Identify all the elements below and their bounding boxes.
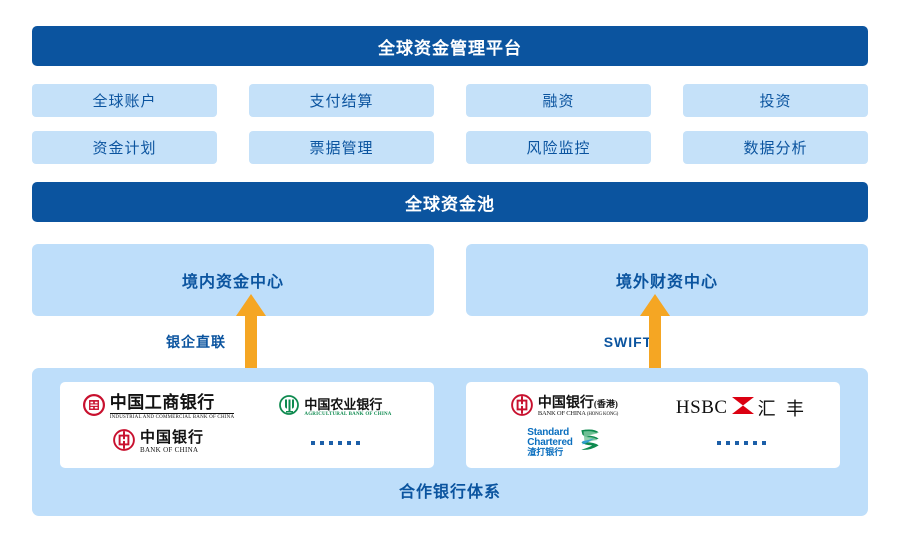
hsbc-name-cn: 汇 丰 xyxy=(757,398,808,419)
partner-bank-tier-caption-label: 合作银行体系 xyxy=(398,484,501,501)
bank-logo-standard-chartered: Standard Chartered 渣打银行 xyxy=(527,427,601,458)
icbc-logo-icon xyxy=(82,394,105,421)
ellipsis-dots-icon xyxy=(717,440,766,445)
boc-logo-icon xyxy=(510,394,533,421)
bochk-name-cn-row: 中国银行(香港) xyxy=(537,395,618,412)
standard-chartered-logo-icon xyxy=(578,427,602,458)
module-label: 全球账户 xyxy=(92,93,157,110)
double-headed-vertical-arrow-icon xyxy=(638,294,672,390)
global-fund-pool-banner: 全球资金池 xyxy=(32,182,868,222)
bank-logo-hsbc: HSBC 汇 丰 xyxy=(676,395,807,421)
module-global-accounts[interactable]: 全球账户 xyxy=(32,84,217,117)
module-financing[interactable]: 融资 xyxy=(466,84,651,117)
module-label: 数据分析 xyxy=(743,140,808,157)
module-investment[interactable]: 投资 xyxy=(683,84,868,117)
overseas-treasury-center[interactable]: 境外财资中心 xyxy=(466,244,868,316)
bank-logo-boc-hong-kong: 中国银行(香港) BANK OF CHINA (HONG KONG) xyxy=(510,394,619,421)
abc-logo-text: 中国农业银行 AGRICULTURAL BANK OF CHINA xyxy=(304,398,391,417)
module-label: 融资 xyxy=(542,93,575,110)
sc-name-en-line1: Standard xyxy=(527,427,570,438)
overseas-banks-card: 中国银行(香港) BANK OF CHINA (HONG KONG) HSBC xyxy=(466,382,840,468)
standard-chartered-text: Standard Chartered 渣打银行 xyxy=(527,427,573,457)
icbc-logo-text: 中国工商银行 INDUSTRIAL AND COMMERCIAL BANK OF… xyxy=(109,393,235,421)
domestic-banks-card: 中国工商银行 INDUSTRIAL AND COMMERCIAL BANK OF… xyxy=(60,382,434,468)
hsbc-name-en: HSBC xyxy=(675,396,728,418)
module-funds-planning[interactable]: 资金计划 xyxy=(32,131,217,164)
bank-logo-boc: 中国银行 BANK OF CHINA xyxy=(113,429,204,456)
icbc-name-cn: 中国工商银行 xyxy=(109,393,215,413)
module-bill-management[interactable]: 票据管理 xyxy=(249,131,434,164)
abc-name-en: AGRICULTURAL BANK OF CHINA xyxy=(304,411,392,417)
boc-name-cn: 中国银行 xyxy=(139,429,204,446)
module-risk-monitoring[interactable]: 风险监控 xyxy=(466,131,651,164)
bank-cards-row: 中国工商银行 INDUSTRIAL AND COMMERCIAL BANK OF… xyxy=(60,382,840,468)
bochk-logo-text: 中国银行(香港) BANK OF CHINA (HONG KONG) xyxy=(537,395,619,419)
boc-name-en: BANK OF CHINA xyxy=(139,445,199,454)
bank-logo-icbc: 中国工商银行 INDUSTRIAL AND COMMERCIAL BANK OF… xyxy=(82,393,235,421)
domestic-funds-center[interactable]: 境内资金中心 xyxy=(32,244,434,316)
bochk-name-en-sub: (HONG KONG) xyxy=(586,412,619,418)
sc-name-cn: 渣打银行 xyxy=(527,447,564,457)
domestic-connector: 银企直联 xyxy=(32,316,436,368)
bochk-name-cn: 中国银行 xyxy=(537,395,594,411)
bochk-name-en: BANK OF CHINA xyxy=(537,410,586,418)
platform-title: 全球资金管理平台 xyxy=(378,38,522,58)
ellipsis-dots-icon xyxy=(311,440,360,445)
connector-band: 银企直联 SWIFT xyxy=(32,294,868,390)
bochk-name-cn-sub: (香港) xyxy=(593,398,618,409)
module-label: 支付结算 xyxy=(309,93,374,110)
overseas-treasury-center-label: 境外财资中心 xyxy=(615,274,718,291)
icbc-name-en: INDUSTRIAL AND COMMERCIAL BANK OF CHINA xyxy=(109,413,235,421)
module-data-analytics[interactable]: 数据分析 xyxy=(683,131,868,164)
abc-logo-icon xyxy=(279,395,300,420)
overseas-connector: SWIFT xyxy=(464,316,868,368)
double-headed-vertical-arrow-icon xyxy=(234,294,268,390)
boc-logo-text: 中国银行 BANK OF CHINA xyxy=(139,429,204,454)
hsbc-hexagon-icon xyxy=(731,396,754,419)
sc-name-en-line2: Chartered xyxy=(527,437,573,448)
module-label: 投资 xyxy=(759,93,792,110)
module-payment-settlement[interactable]: 支付结算 xyxy=(249,84,434,117)
global-fund-pool-title: 全球资金池 xyxy=(405,194,495,214)
abc-name-cn: 中国农业银行 xyxy=(304,397,383,413)
overseas-connector-label: SWIFT xyxy=(603,334,653,350)
treasury-centers-row: 境内资金中心 境外财资中心 xyxy=(32,244,868,316)
partner-bank-tier: 中国工商银行 INDUSTRIAL AND COMMERCIAL BANK OF… xyxy=(32,368,868,516)
module-grid: 全球账户 支付结算 融资 投资 资金计划 票据管理 风险监控 数据分析 xyxy=(32,84,868,164)
partner-bank-tier-caption: 合作银行体系 xyxy=(60,468,840,508)
module-label: 风险监控 xyxy=(526,140,591,157)
platform-title-banner: 全球资金管理平台 xyxy=(32,26,868,66)
bochk-name-en-row: BANK OF CHINA (HONG KONG) xyxy=(537,410,619,418)
bank-logo-abc: 中国农业银行 AGRICULTURAL BANK OF CHINA xyxy=(279,395,391,420)
module-label: 票据管理 xyxy=(309,140,374,157)
domestic-funds-center-label: 境内资金中心 xyxy=(181,274,284,291)
boc-logo-icon xyxy=(113,429,135,456)
module-label: 资金计划 xyxy=(92,140,157,157)
domestic-connector-label: 银企直联 xyxy=(166,334,226,350)
